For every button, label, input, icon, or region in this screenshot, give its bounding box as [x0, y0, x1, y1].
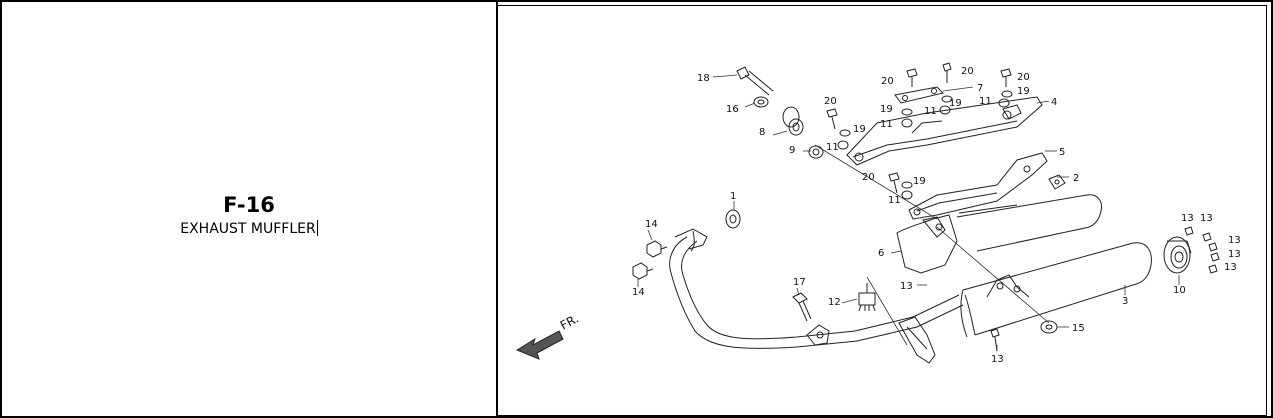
callout-17: 17	[793, 277, 806, 288]
callout-9: 9	[789, 145, 795, 156]
callout-15: 15	[1072, 323, 1085, 334]
callout-20-c: 20	[1017, 72, 1030, 83]
callout-13-a: 13	[1181, 213, 1194, 224]
callout-19-b: 19	[1017, 86, 1030, 97]
callout-12: 12	[828, 297, 841, 308]
callout-5: 5	[1059, 147, 1065, 158]
clamp-2	[1048, 174, 1066, 190]
diagram-frame	[497, 5, 1267, 416]
bolt-13-bottom	[990, 328, 1000, 352]
exploded-parts-diagram: FR. 1 2 3 4 5 6 7 8 9 10 11 11 11 11 11 …	[515, 62, 1241, 365]
gasket-ring	[725, 209, 741, 229]
muffler-main-body	[960, 242, 1152, 338]
callout-18: 18	[697, 73, 710, 84]
callout-19-e: 19	[913, 176, 926, 187]
heat-shield-upper	[846, 96, 1043, 166]
callout-10: 10	[1173, 285, 1186, 296]
figure-code: F-16	[223, 193, 275, 217]
bolts-20	[826, 62, 1012, 194]
washer-16	[753, 96, 769, 108]
callout-1: 1	[730, 191, 736, 202]
grommet-8	[782, 106, 804, 136]
figure-name-line: EXHAUST MUFFLER	[2, 220, 496, 238]
bolt-17	[792, 292, 812, 322]
front-direction-arrow	[515, 330, 564, 360]
callout-13-b: 13	[1200, 213, 1213, 224]
callout-11-e: 11	[888, 195, 901, 206]
callout-11-d: 11	[826, 142, 839, 153]
callout-11-c: 11	[880, 119, 893, 130]
figure-name: EXHAUST MUFFLER	[180, 221, 316, 237]
nuts-11	[837, 98, 1010, 200]
muffler-upper-body	[896, 194, 1102, 274]
callout-20-d: 20	[824, 96, 837, 107]
callout-14-a: 14	[645, 219, 658, 230]
callout-8: 8	[759, 127, 765, 138]
callout-7: 7	[977, 83, 983, 94]
callout-13-e: 13	[1224, 262, 1237, 273]
callout-20-e: 20	[862, 172, 875, 183]
callout-19-d: 19	[853, 124, 866, 135]
callout-3: 3	[1122, 296, 1128, 307]
text-cursor	[316, 220, 318, 236]
leader-lines	[637, 74, 1180, 351]
callout-2: 2	[1073, 173, 1079, 184]
sensor-12	[858, 283, 876, 312]
callout-20-a: 20	[881, 76, 894, 87]
end-cap-10	[1163, 236, 1192, 274]
callout-6: 6	[878, 248, 884, 259]
collar-9	[808, 145, 824, 159]
callout-16: 16	[726, 104, 739, 115]
callout-11-b: 11	[924, 106, 937, 117]
callout-4: 4	[1051, 97, 1057, 108]
heat-shield-lower	[908, 152, 1048, 220]
callout-13-f: 13	[900, 281, 913, 292]
screw-13-set	[1184, 226, 1220, 274]
callout-labels: 1 2 3 4 5 6 7 8 9 10 11 11 11 11 11 12 1…	[632, 66, 1241, 365]
title-block: F-16 EXHAUST MUFFLER	[2, 192, 496, 238]
bolt-18	[736, 66, 774, 96]
callout-20-b: 20	[961, 66, 974, 77]
callout-13-d: 13	[1228, 249, 1241, 260]
exhaust-pipe	[669, 228, 964, 364]
callout-13-c: 13	[1228, 235, 1241, 246]
washers-19	[839, 90, 1013, 189]
callout-19-a: 19	[949, 98, 962, 109]
callout-19-c: 19	[880, 104, 893, 115]
flange-nut-upper	[646, 240, 668, 258]
title-panel: F-16 EXHAUST MUFFLER	[2, 2, 496, 416]
flange-nut-lower	[632, 262, 654, 280]
callout-14-b: 14	[632, 287, 645, 298]
bracket-7	[894, 86, 944, 104]
callout-11-a: 11	[979, 96, 992, 107]
callout-13-g: 13	[991, 354, 1004, 365]
front-direction-label: FR.	[558, 312, 581, 333]
